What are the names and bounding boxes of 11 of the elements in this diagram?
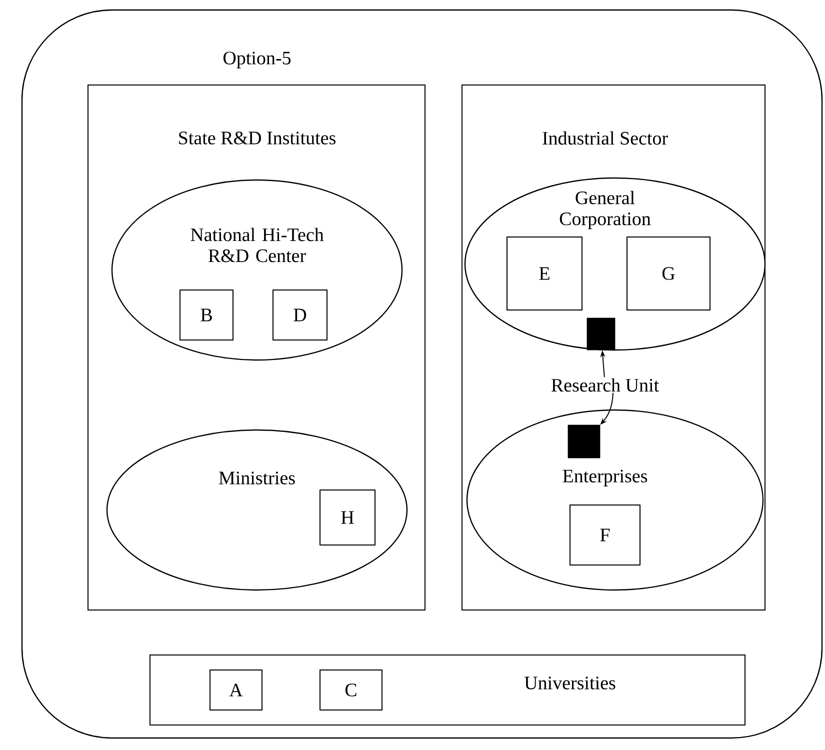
box: D bbox=[272, 290, 328, 340]
filled-square bbox=[568, 424, 600, 458]
box: G bbox=[626, 236, 710, 310]
box: C bbox=[320, 670, 382, 710]
box: A bbox=[210, 670, 262, 710]
box: B bbox=[180, 290, 234, 340]
box: H bbox=[320, 490, 376, 546]
filled-square bbox=[586, 318, 616, 350]
text-label: Research Unit bbox=[551, 378, 659, 392]
box: F bbox=[570, 504, 640, 566]
box: E bbox=[506, 236, 582, 310]
